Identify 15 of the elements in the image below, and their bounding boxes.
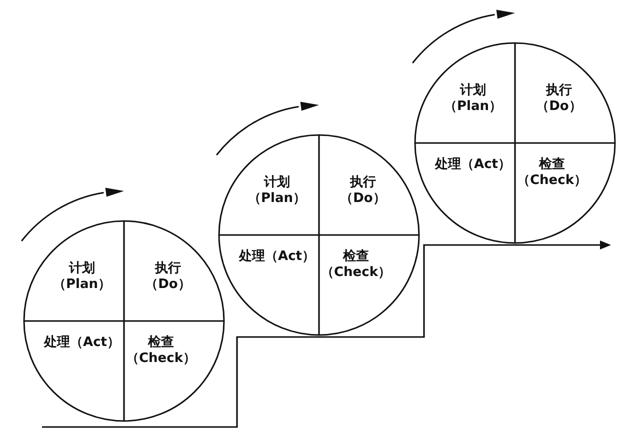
quadrant-label: 计划（Plan） [53, 261, 111, 293]
quadrant-label: 检查（Check） [126, 335, 196, 367]
quadrant-label: 执行（Do） [145, 261, 191, 293]
quadrant-label: 处理（Act） [239, 249, 315, 265]
quadrant-label: 计划（Plan） [444, 83, 502, 115]
quadrant-label: 处理（Act） [44, 335, 120, 351]
quadrant-label: 处理（Act） [435, 157, 511, 173]
quadrant-label: 检查（Check） [321, 249, 391, 281]
quartered-circle [23, 220, 225, 422]
quadrant-label: 计划（Plan） [248, 175, 306, 207]
quartered-circle [414, 42, 616, 244]
quadrant-label: 检查（Check） [517, 157, 587, 189]
quartered-circle [218, 134, 420, 336]
quadrant-label: 执行（Do） [536, 83, 582, 115]
quadrant-label: 执行（Do） [340, 175, 386, 207]
